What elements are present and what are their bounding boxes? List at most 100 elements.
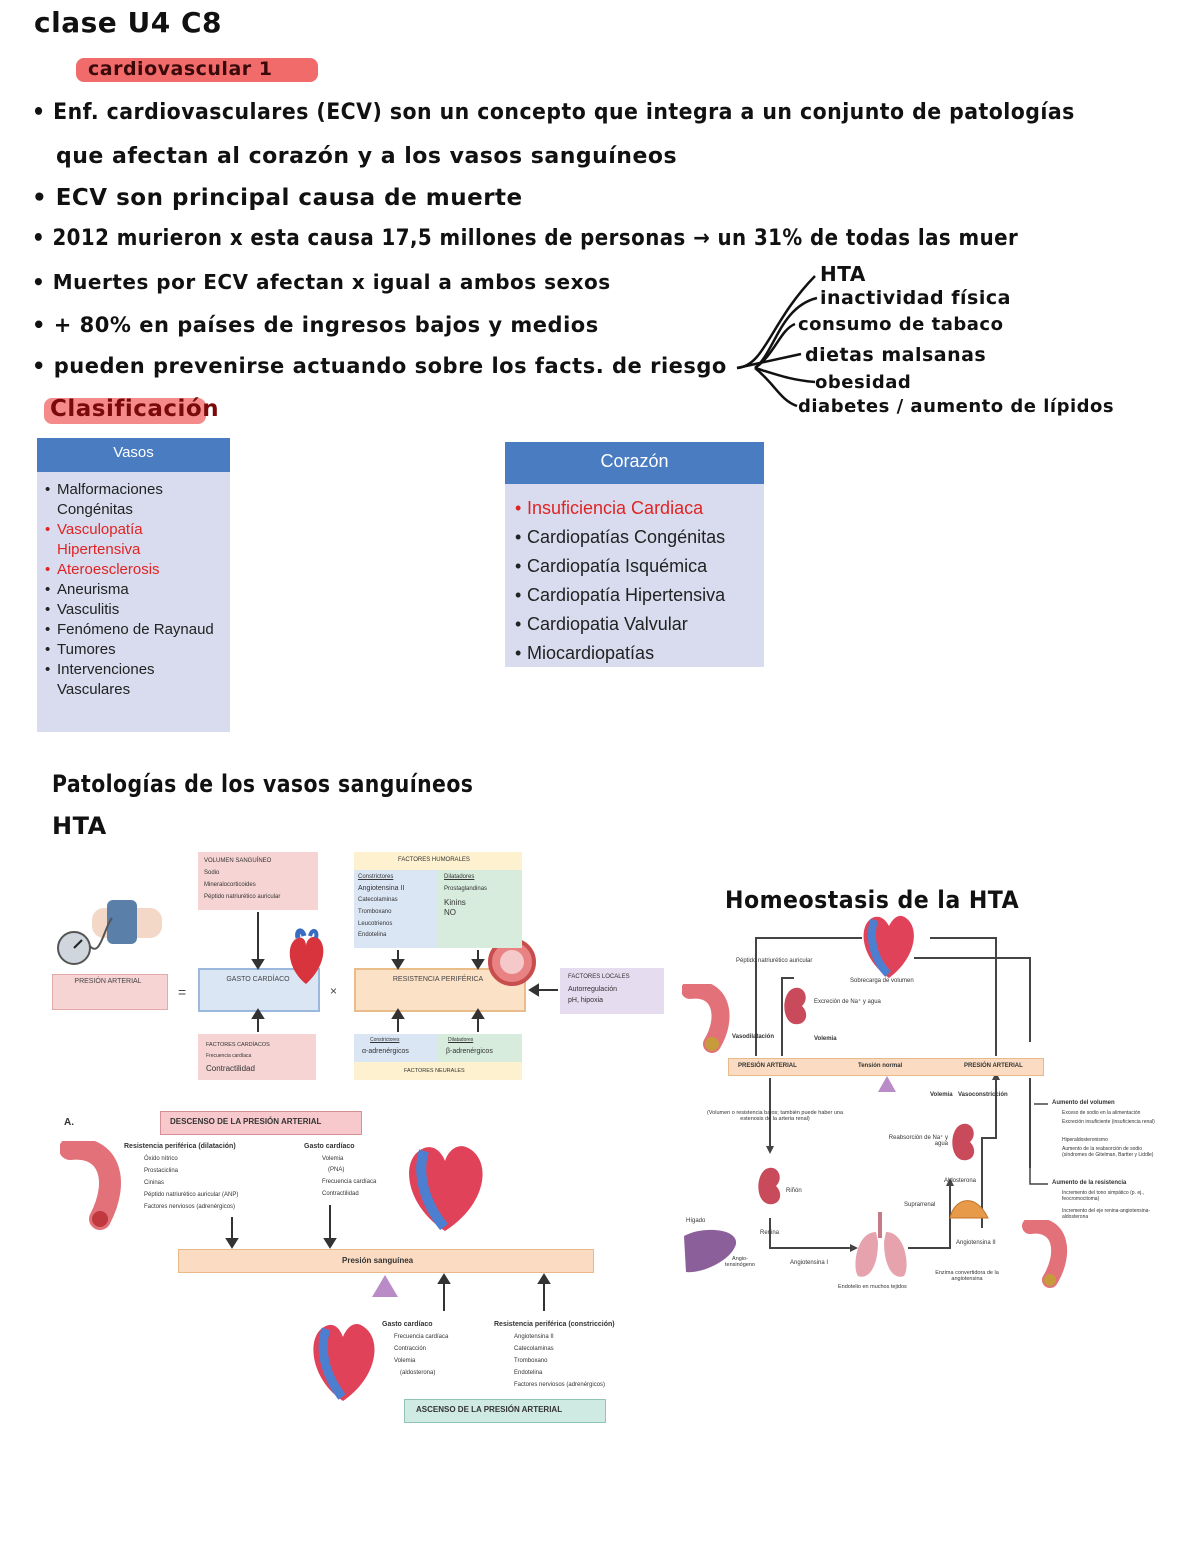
volumen-sanguineo-title: VOLUMEN SANGUÍNEO [204,858,272,864]
corazon-item: Miocardiopatías [513,639,760,668]
figure2-arrows [225,1205,551,1311]
res-con-title: Resistencia periférica (constricción) [494,1321,615,1328]
neural-constr-panel [354,1034,438,1062]
gasto-dec-title: Gasto cardíaco [304,1143,355,1150]
corazon-list: Insuficiencia CardiacaCardiopatías Congé… [505,484,764,668]
res-dil-title: Resistencia periférica (dilatación) [124,1143,236,1150]
gasto-dec-item-2: (PNA) [328,1167,345,1173]
corazon-box-title: Corazón [505,442,764,484]
dilatadores-panel [438,870,522,948]
sobrecarga-label: Sobrecarga de volumen [850,978,914,984]
res-dil-item-3: Cininas [144,1180,165,1186]
neural-dilat-panel [438,1034,522,1062]
res-con-item-3: Tromboxano [514,1358,548,1364]
page-subtitle: cardiovascular 1 [88,58,273,80]
aum-vol-item-4: Aumento de la reabsorción de sodio (sínd… [1062,1146,1154,1158]
gasto-dec-item-3: Frecuencia cardíaca [322,1179,377,1185]
eca-label: Enzima convertidora de la angiotensina [935,1270,999,1282]
adrenal-icon [949,1200,989,1219]
corazon-box: Corazón Insuficiencia CardiacaCardiopatí… [505,442,764,668]
page-title: clase U4 C8 [34,6,222,39]
note-line-4: • 2012 murieron x esta causa 17,5 millon… [32,226,1019,251]
presion-arterial-box [52,974,168,1010]
risk-factor-2: inactividad física [820,287,1011,309]
dilat-item-1: Prostaglandinas [444,886,488,892]
note-line-2: que afectan al corazón y a los vasos san… [56,144,678,169]
corazon-item: Cardiopatía Hipertensiva [513,581,760,610]
factores-humorales-title: FACTORES HUMORALES [398,857,470,863]
bar-right-label: PRESIÓN ARTERIAL [964,1063,1023,1069]
constrictores-panel [354,870,438,948]
presion-sanguinea-label: Presión sanguínea [342,1256,414,1265]
factores-locales-box [560,968,664,1014]
figure-pressure-equation: PRESIÓN ARTERIAL = GASTO CARDÍACO × RESI… [48,850,668,1085]
res-dil-item-5: Factores nerviosos (adrenérgicos) [144,1204,236,1210]
ang2-label: Angiotensina II [956,1240,996,1246]
corazon-item: Cardiopatía Isquémica [513,552,760,581]
neural-dilat-label: Dilatadores [448,1037,474,1043]
gasto-dec-item-1: Volemia [322,1156,344,1162]
corazon-item: Cardiopatia Valvular [513,610,760,639]
angiotensinogeno-label: Angio-tensinógeno [725,1256,755,1268]
gasto-cardiaco-label: GASTO CARDÍACO [226,976,290,983]
bar-mid-label: Tensión normal [858,1063,903,1069]
pna-label: Péptido natriurético auricular [736,958,813,964]
constr-item-3: Tromboxano [358,909,392,915]
reabsorcion-label: Reabsorción de Na⁺ y agua [888,1135,948,1147]
res-dil-item-2: Prostaciclina [144,1168,179,1174]
constr-item-2: Catecolaminas [358,897,398,903]
figure1-arrows [251,912,558,1032]
resistencia-periferica-label: RESISTENCIA PERIFÉRICA [392,976,484,983]
vol-item-1: Sodio [204,870,220,876]
blood-pressure-cuff-icon [57,900,162,965]
aumento-resistencia-title: Aumento de la resistencia [1052,1180,1127,1186]
kidney-mid-icon [758,1167,781,1205]
gasto-inc-item-2: Contracción [394,1346,427,1352]
pressure-bar [728,1058,1044,1076]
gasto-dec-item-4: Contractilidad [322,1191,359,1197]
heart-homeostasis-icon [863,915,914,978]
higado-label: Hígado [686,1218,706,1224]
risk-factor-4: dietas malsanas [805,344,987,366]
endotelio-label: Endotelio en muchos tejidos [838,1284,907,1290]
fulcrum-homeostasis-icon [878,1076,896,1092]
res-con-item-1: Angiotensina II [514,1334,554,1340]
card-item-2: Contractilidad [206,1064,255,1073]
figure-pressure-balance: A. DESCENSO DE LA PRESIÓN ARTERIAL Resis… [60,1105,660,1425]
corazon-item: Cardiopatías Congénitas [513,523,760,552]
note-line-5: • Muertes por ECV afectan x igual a ambo… [32,270,611,294]
heart-lower-icon [313,1324,375,1401]
balance-fulcrum-icon [372,1275,398,1297]
volumen-sanguineo-box [198,852,318,910]
classification-highlight [44,398,206,424]
vasos-box-title: Vasos [37,438,230,472]
excrecion-label: Excreción de Na⁺ y agua [814,999,881,1005]
vasos-item: Ateroesclerosis [43,560,226,580]
vasos-item: Fenómeno de Raynaud [43,620,226,640]
aum-res-item-1: Incremento del tono simpático (p. ej., f… [1062,1190,1144,1202]
volemia-dec-label: Volemia [814,1036,837,1042]
risk-factor-6: diabetes / aumento de lípidos [798,396,1115,417]
presion-arterial-label: PRESIÓN ARTERIAL [74,978,142,985]
volemia-inc-label: Volemia [930,1092,953,1098]
vasoconstriccion-label: Vasoconstricción [958,1092,1008,1098]
renina-label: Renina [760,1230,780,1236]
constr-item-4: Leucotrienos [358,921,393,927]
constr-item-5: Endotelina [358,932,387,938]
dilated-vessel-icon [60,1141,121,1230]
risk-factor-3: consumo de tabaco [798,314,1004,335]
equals-sign: = [178,984,187,1000]
res-con-item-5: Factores nerviosos (adrenérgicos) [514,1382,606,1388]
liver-icon [684,1229,737,1273]
vol-item-3: Péptido natriurético auricular [204,894,281,900]
note-line-7: • pueden prevenirse actuando sobre los f… [32,354,727,378]
figure-homeostasis: Péptido natriurético auricular Sobrecarg… [682,915,1190,1298]
aum-res-item-2: Incremento del eje renina-angiotensina-a… [1062,1208,1151,1220]
vasos-item: Tumores [43,640,226,660]
res-dil-item-4: Péptido natriurético auricular (ANP) [144,1192,239,1198]
gasto-inc-item-3: Volemia [394,1358,416,1364]
res-con-item-4: Endotelina [514,1370,543,1376]
rinon-label: Riñón [786,1188,802,1194]
heart-icon [289,928,324,984]
vasos-item: Aneurisma [43,580,226,600]
